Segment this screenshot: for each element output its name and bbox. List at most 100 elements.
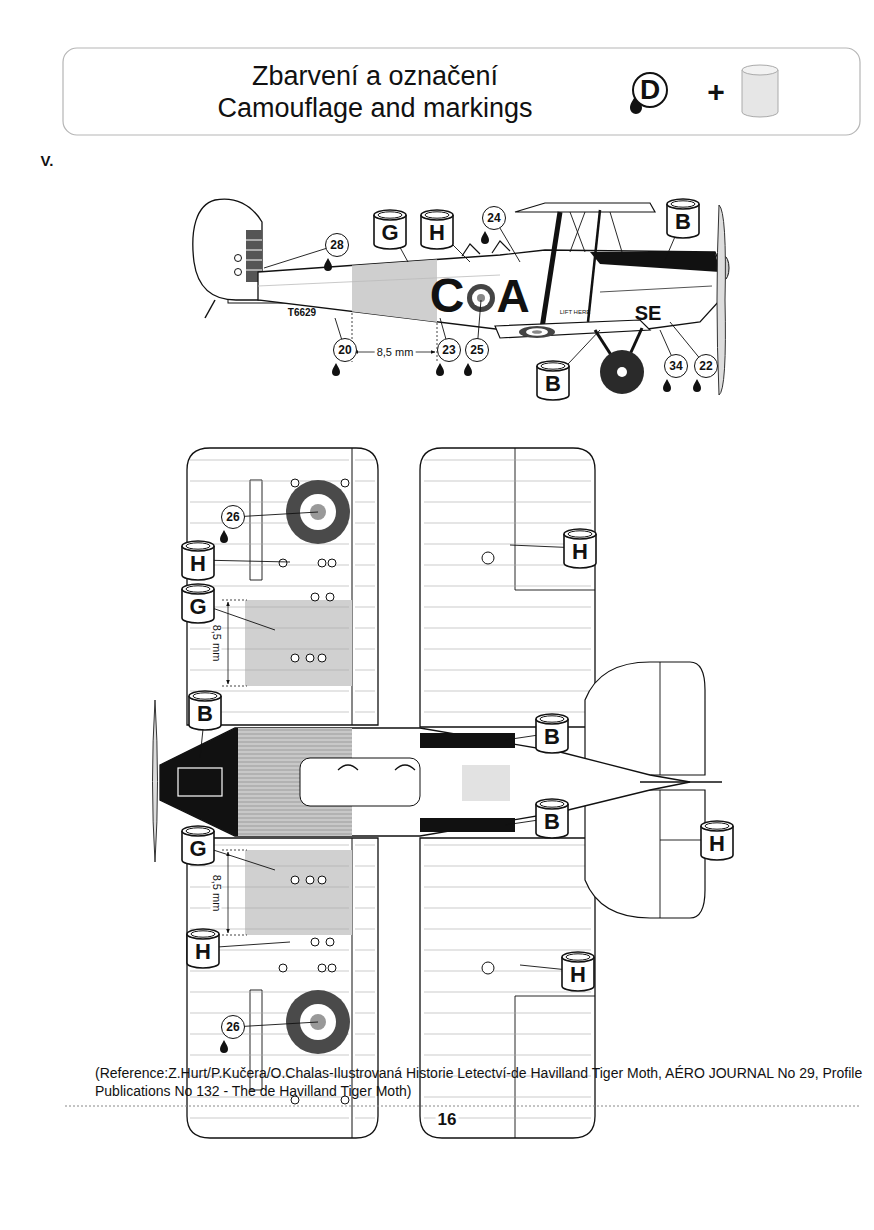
wing-rib	[424, 586, 591, 587]
paint-can: G	[180, 823, 216, 867]
callout-number: 20	[333, 338, 357, 362]
paint-drop	[481, 231, 489, 244]
wing-rib	[355, 908, 375, 909]
wing-rib	[424, 1055, 591, 1056]
paint-can: B	[534, 711, 570, 755]
wing-rib	[424, 887, 591, 888]
side-view	[193, 199, 729, 395]
wing-rib	[424, 691, 591, 692]
wing-rib	[424, 607, 591, 608]
code-letter: A	[496, 273, 529, 319]
paint-drop	[464, 363, 472, 376]
paint-code: G	[189, 594, 206, 620]
can-lid	[182, 826, 214, 836]
wing-rib	[424, 1034, 591, 1035]
can-lid	[374, 210, 406, 220]
can-lid	[182, 584, 214, 594]
dimension-label: 8,5 mm	[211, 873, 222, 914]
decal-number: 22	[699, 359, 712, 373]
dimension-label: 8,5 mm	[375, 347, 416, 358]
unit-code: SE	[635, 303, 662, 323]
wing-rib	[190, 1055, 349, 1056]
stencil-text: LIFT HERE	[560, 309, 591, 315]
can-body	[537, 366, 569, 400]
paint-can: H	[185, 926, 221, 970]
paint-code: H	[570, 962, 586, 988]
can-rim	[425, 212, 449, 218]
callout-number: 26	[221, 1015, 245, 1039]
callout-number: 28	[325, 233, 349, 257]
wing-rib	[190, 866, 349, 867]
wing-rib	[355, 1118, 375, 1119]
can-rim	[540, 801, 564, 807]
page-title: Zbarvení a označení Camouflage and marki…	[215, 60, 535, 124]
can-lid	[537, 361, 569, 371]
wing-rib	[355, 1034, 375, 1035]
wing-rib	[424, 460, 591, 461]
decal-number: 25	[470, 343, 483, 357]
paint-code: B	[675, 209, 691, 235]
wing-rib	[355, 971, 375, 972]
can-rim	[186, 543, 210, 549]
paint-drop	[220, 1040, 228, 1053]
wing-rib	[190, 586, 349, 587]
decal-number: 20	[338, 343, 351, 357]
can-body	[421, 215, 453, 249]
wing-rib	[355, 481, 375, 482]
can-body	[667, 204, 699, 238]
wing-rib	[424, 908, 591, 909]
decal-number: 23	[442, 343, 455, 357]
can-body	[182, 589, 214, 623]
can-lid	[564, 529, 596, 539]
paint-code: B	[545, 371, 561, 397]
paint-can: H	[180, 538, 216, 582]
decal-number: 26	[226, 1020, 239, 1034]
decal-number: 28	[330, 238, 343, 252]
can-rim	[540, 716, 564, 722]
paint-can: B	[535, 358, 571, 402]
wing-rib	[424, 950, 591, 951]
paint-code: D	[640, 74, 660, 106]
wing-rib	[424, 992, 591, 993]
wing-rib	[424, 649, 591, 650]
wing-rib	[424, 1097, 591, 1098]
wing-rib	[355, 523, 375, 524]
paint-tin	[742, 65, 778, 117]
can-rim	[193, 693, 217, 699]
paint-code: H	[429, 220, 445, 246]
wing-rib	[355, 866, 375, 867]
page-number: 16	[436, 1111, 459, 1128]
wing-rib	[190, 460, 349, 461]
leader-line	[233, 512, 318, 517]
paint-drop	[693, 379, 701, 392]
paint-can: G	[180, 581, 216, 625]
paint-code: B	[544, 809, 560, 835]
can-lid	[536, 714, 568, 724]
wing-rib	[355, 1055, 375, 1056]
can-body	[562, 957, 594, 991]
callout-number: 25	[465, 338, 489, 362]
decal-number: 34	[669, 359, 682, 373]
wing-rib	[355, 670, 375, 671]
wing-rib	[190, 670, 349, 671]
callout-number: 34	[664, 354, 688, 378]
paint-code: G	[189, 836, 206, 862]
wing-rib	[355, 845, 375, 846]
paint-can: H	[699, 818, 735, 862]
wing-rib	[355, 950, 375, 951]
can-rim	[568, 531, 592, 537]
can-lid	[187, 929, 219, 939]
can-rim	[378, 212, 402, 218]
plus-sign: +	[707, 77, 725, 107]
can-rim	[186, 586, 210, 592]
paint-can: H	[560, 949, 596, 993]
paint-can: H	[562, 526, 598, 570]
can-body	[374, 215, 406, 249]
paint-can: B	[665, 196, 701, 240]
paint-code: B	[544, 724, 560, 750]
wing-rib	[190, 1118, 349, 1119]
view-number: V.	[41, 153, 54, 168]
can-rim	[705, 823, 729, 829]
callout-number: 23	[437, 338, 461, 362]
can-lid	[182, 541, 214, 551]
